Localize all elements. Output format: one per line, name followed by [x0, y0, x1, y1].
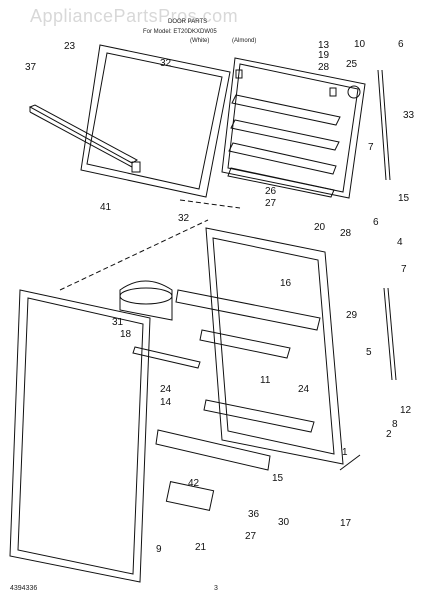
callout-31: 31: [112, 317, 124, 328]
callout-13: 13: [318, 40, 330, 51]
callout-2: 2: [386, 429, 392, 440]
callout-24b: 24: [298, 384, 310, 395]
model-line: For Model: ET20DKXDW05: [143, 29, 217, 35]
callout-32b: 32: [178, 213, 190, 224]
variant-right: (Almond): [232, 38, 256, 44]
page-number: 3: [214, 585, 218, 592]
callout-36: 36: [248, 509, 260, 520]
upper-hinge-bar: [377, 69, 391, 181]
callout-32a: 32: [160, 58, 172, 69]
freezer-trim-strip: [28, 104, 139, 168]
variant-left: (White): [190, 38, 209, 44]
fresh-food-inner-door: [175, 227, 344, 465]
doc-number: 4394336: [10, 585, 37, 592]
callout-28a: 28: [318, 62, 330, 73]
callout-9: 9: [156, 544, 162, 555]
callout-5: 5: [366, 347, 372, 358]
watermark-text: AppliancePartsPros.com: [30, 6, 238, 26]
callout-15b: 15: [272, 473, 284, 484]
callout-16: 16: [280, 278, 292, 289]
lower-hinge-bar: [383, 287, 397, 381]
callout-29: 29: [346, 310, 358, 321]
callout-7b: 7: [401, 264, 407, 275]
callout-26: 26: [265, 186, 277, 197]
freezer-inner-door: [221, 57, 366, 199]
callout-24a: 24: [160, 384, 172, 395]
callout-27b: 27: [245, 531, 257, 542]
bottom-trim-strip: [155, 429, 271, 471]
callout-19: 19: [318, 50, 330, 61]
butter-compartment: [119, 280, 173, 321]
callout-28b: 28: [340, 228, 352, 239]
callout-41: 41: [100, 202, 112, 213]
callout-4: 4: [397, 237, 403, 248]
callout-11: 11: [260, 375, 271, 386]
freezer-door-gasket: [80, 44, 231, 198]
nameplate-part: [165, 481, 215, 511]
callout-18: 18: [120, 329, 132, 340]
callout-25: 25: [346, 59, 358, 70]
callout-42: 42: [188, 478, 200, 489]
callout-30: 30: [278, 517, 290, 528]
shelf-trim-strip: [132, 346, 201, 369]
callout-12: 12: [400, 405, 412, 416]
callout-37: 37: [25, 62, 37, 73]
diagram-title: DOOR PARTS: [168, 19, 207, 25]
clip-part: [131, 161, 141, 173]
callout-8: 8: [392, 419, 398, 430]
callout-1: 1: [342, 447, 348, 458]
fresh-food-door-gasket: [9, 289, 151, 583]
callout-21: 21: [195, 542, 207, 553]
callout-33: 33: [403, 110, 415, 121]
callout-6a: 6: [398, 39, 404, 50]
callout-labels: 1 2 6 4 5 6 7 7 8 9 10 11 12 13 14 15 15…: [25, 39, 415, 555]
callout-15a: 15: [398, 193, 410, 204]
callout-6b: 6: [373, 217, 379, 228]
callout-27a: 27: [265, 198, 277, 209]
callout-20: 20: [314, 222, 326, 233]
knob-part: [347, 85, 361, 99]
callout-23: 23: [64, 41, 76, 52]
callout-17: 17: [340, 518, 352, 529]
callout-10: 10: [354, 39, 366, 50]
callout-7a: 7: [368, 142, 374, 153]
callout-14: 14: [160, 397, 172, 408]
